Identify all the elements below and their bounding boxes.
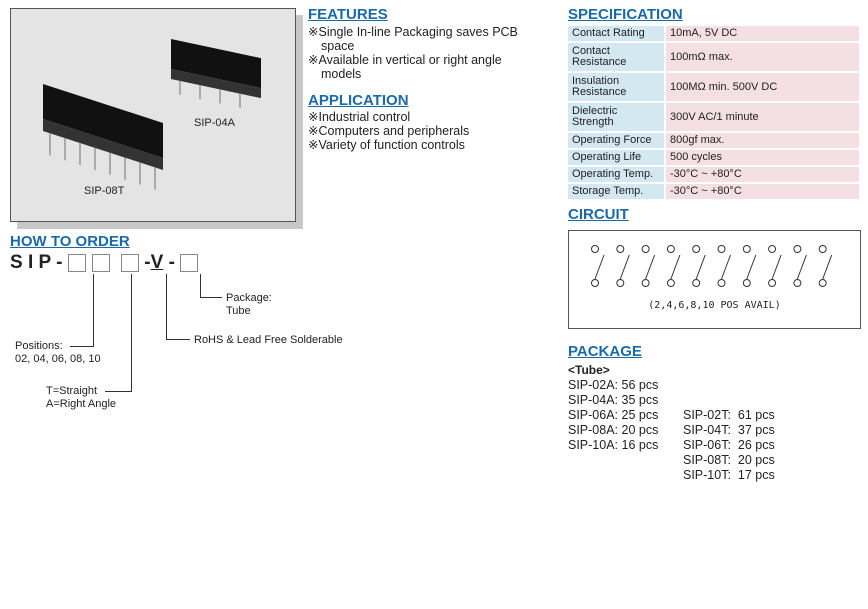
leader-line xyxy=(200,274,201,298)
specification-heading: SPECIFICATION xyxy=(568,6,683,23)
positions-label: Positions:02, 04, 06, 08, 10 xyxy=(15,340,101,365)
product-photo: SIP-04A SIP-08T xyxy=(10,8,296,222)
application-item: ※Industrial control xyxy=(308,110,411,124)
leader-line xyxy=(105,391,132,392)
application-item: ※Computers and peripherals xyxy=(308,124,470,138)
package-item: SIP-08A: 20 pcs xyxy=(568,423,659,437)
switch-illustration xyxy=(43,39,261,190)
code-box-positions-2 xyxy=(91,253,110,272)
package-item: SIP-10T: 17 pcs xyxy=(683,468,775,482)
circuit-diagram: (2,4,6,8,10 POS AVAIL) xyxy=(568,230,861,329)
switch-symbol xyxy=(717,245,731,287)
spec-label: Operating Temp. xyxy=(568,167,666,182)
spec-label: Dielectric Strength xyxy=(568,103,666,131)
switch-symbol xyxy=(641,245,656,287)
code-box-positions-1 xyxy=(67,253,86,272)
leader-line xyxy=(166,274,167,340)
package-heading: PACKAGE xyxy=(568,343,642,360)
spec-label: Insulation Resistance xyxy=(568,73,666,101)
spec-value: -30°C ~ +80°C xyxy=(666,184,859,199)
spec-value: -30°C ~ +80°C xyxy=(666,167,859,182)
how-to-order-heading: HOW TO ORDER xyxy=(10,233,130,250)
spec-row: Storage Temp.-30°C ~ +80°C xyxy=(568,184,859,199)
switch-symbol xyxy=(818,245,833,287)
order-code: S I P - -V - xyxy=(10,252,199,274)
switch-symbol xyxy=(768,245,782,287)
leader-line xyxy=(166,339,190,340)
spec-label: Operating Force xyxy=(568,133,666,148)
switch-symbol xyxy=(742,245,757,287)
spec-value: 10mA, 5V DC xyxy=(666,26,859,41)
label-sip-08t: SIP-08T xyxy=(84,185,125,197)
package-label: Package:Tube xyxy=(226,292,272,317)
package-item: SIP-04A: 35 pcs xyxy=(568,393,659,407)
circuit-note: (2,4,6,8,10 POS AVAIL) xyxy=(648,300,781,311)
circuit-switches xyxy=(591,245,833,287)
spec-value: 500 cycles xyxy=(666,150,859,165)
spec-value: 100MΩ min. 500V DC xyxy=(666,73,859,101)
leader-line xyxy=(131,274,132,392)
spec-value: 800gf max. xyxy=(666,133,859,148)
order-prefix: S I P - xyxy=(10,252,63,273)
code-box-type xyxy=(121,253,140,272)
spec-label: Storage Temp. xyxy=(568,184,666,199)
package-item: SIP-02T: 61 pcs xyxy=(683,408,775,422)
rohs-label: RoHS & Lead Free Solderable xyxy=(194,334,343,346)
dash: - xyxy=(168,252,175,273)
switch-symbol xyxy=(793,245,807,287)
switch-symbol xyxy=(591,245,605,287)
package-item: SIP-04T: 37 pcs xyxy=(683,423,775,437)
features-list: ※Single In-line Packaging saves PCB spac… xyxy=(308,25,543,81)
package-item: SIP-06T: 26 pcs xyxy=(683,438,775,452)
leader-line xyxy=(70,346,94,347)
label-sip-04a: SIP-04A xyxy=(194,117,235,129)
switch-symbol xyxy=(692,245,706,287)
application-list: ※Industrial control ※Computers and perip… xyxy=(308,110,543,152)
leader-line xyxy=(200,297,222,298)
feature-item: ※Single In-line Packaging saves PCB spac… xyxy=(308,25,518,53)
package-item: SIP-08T: 20 pcs xyxy=(683,453,775,467)
package-item: SIP-10A: 16 pcs xyxy=(568,438,659,452)
switch-symbol xyxy=(666,245,681,287)
code-box-package xyxy=(180,253,199,272)
leader-line xyxy=(93,274,94,347)
spec-value: 300V AC/1 minute xyxy=(666,103,859,131)
switch-symbol xyxy=(616,245,630,287)
spec-label: Operating Life xyxy=(568,150,666,165)
package-item: SIP-02A: 56 pcs xyxy=(568,378,659,392)
circuit-heading: CIRCUIT xyxy=(568,206,629,223)
code-v: V xyxy=(150,252,164,273)
package-item: SIP-06A: 25 pcs xyxy=(568,408,659,422)
spec-label: Contact Rating xyxy=(568,26,666,41)
spec-value: 100mΩ max. xyxy=(666,43,859,71)
package-subtitle: <Tube> xyxy=(568,363,610,377)
spec-row: Operating Temp.-30°C ~ +80°C xyxy=(568,167,859,182)
feature-item: ※Available in vertical or right angle mo… xyxy=(308,53,502,81)
application-item: ※Variety of function controls xyxy=(308,138,465,152)
spec-label: Contact Resistance xyxy=(568,43,666,71)
application-heading: APPLICATION xyxy=(308,92,409,109)
dash: - xyxy=(144,252,151,273)
features-heading: FEATURES xyxy=(308,6,388,23)
